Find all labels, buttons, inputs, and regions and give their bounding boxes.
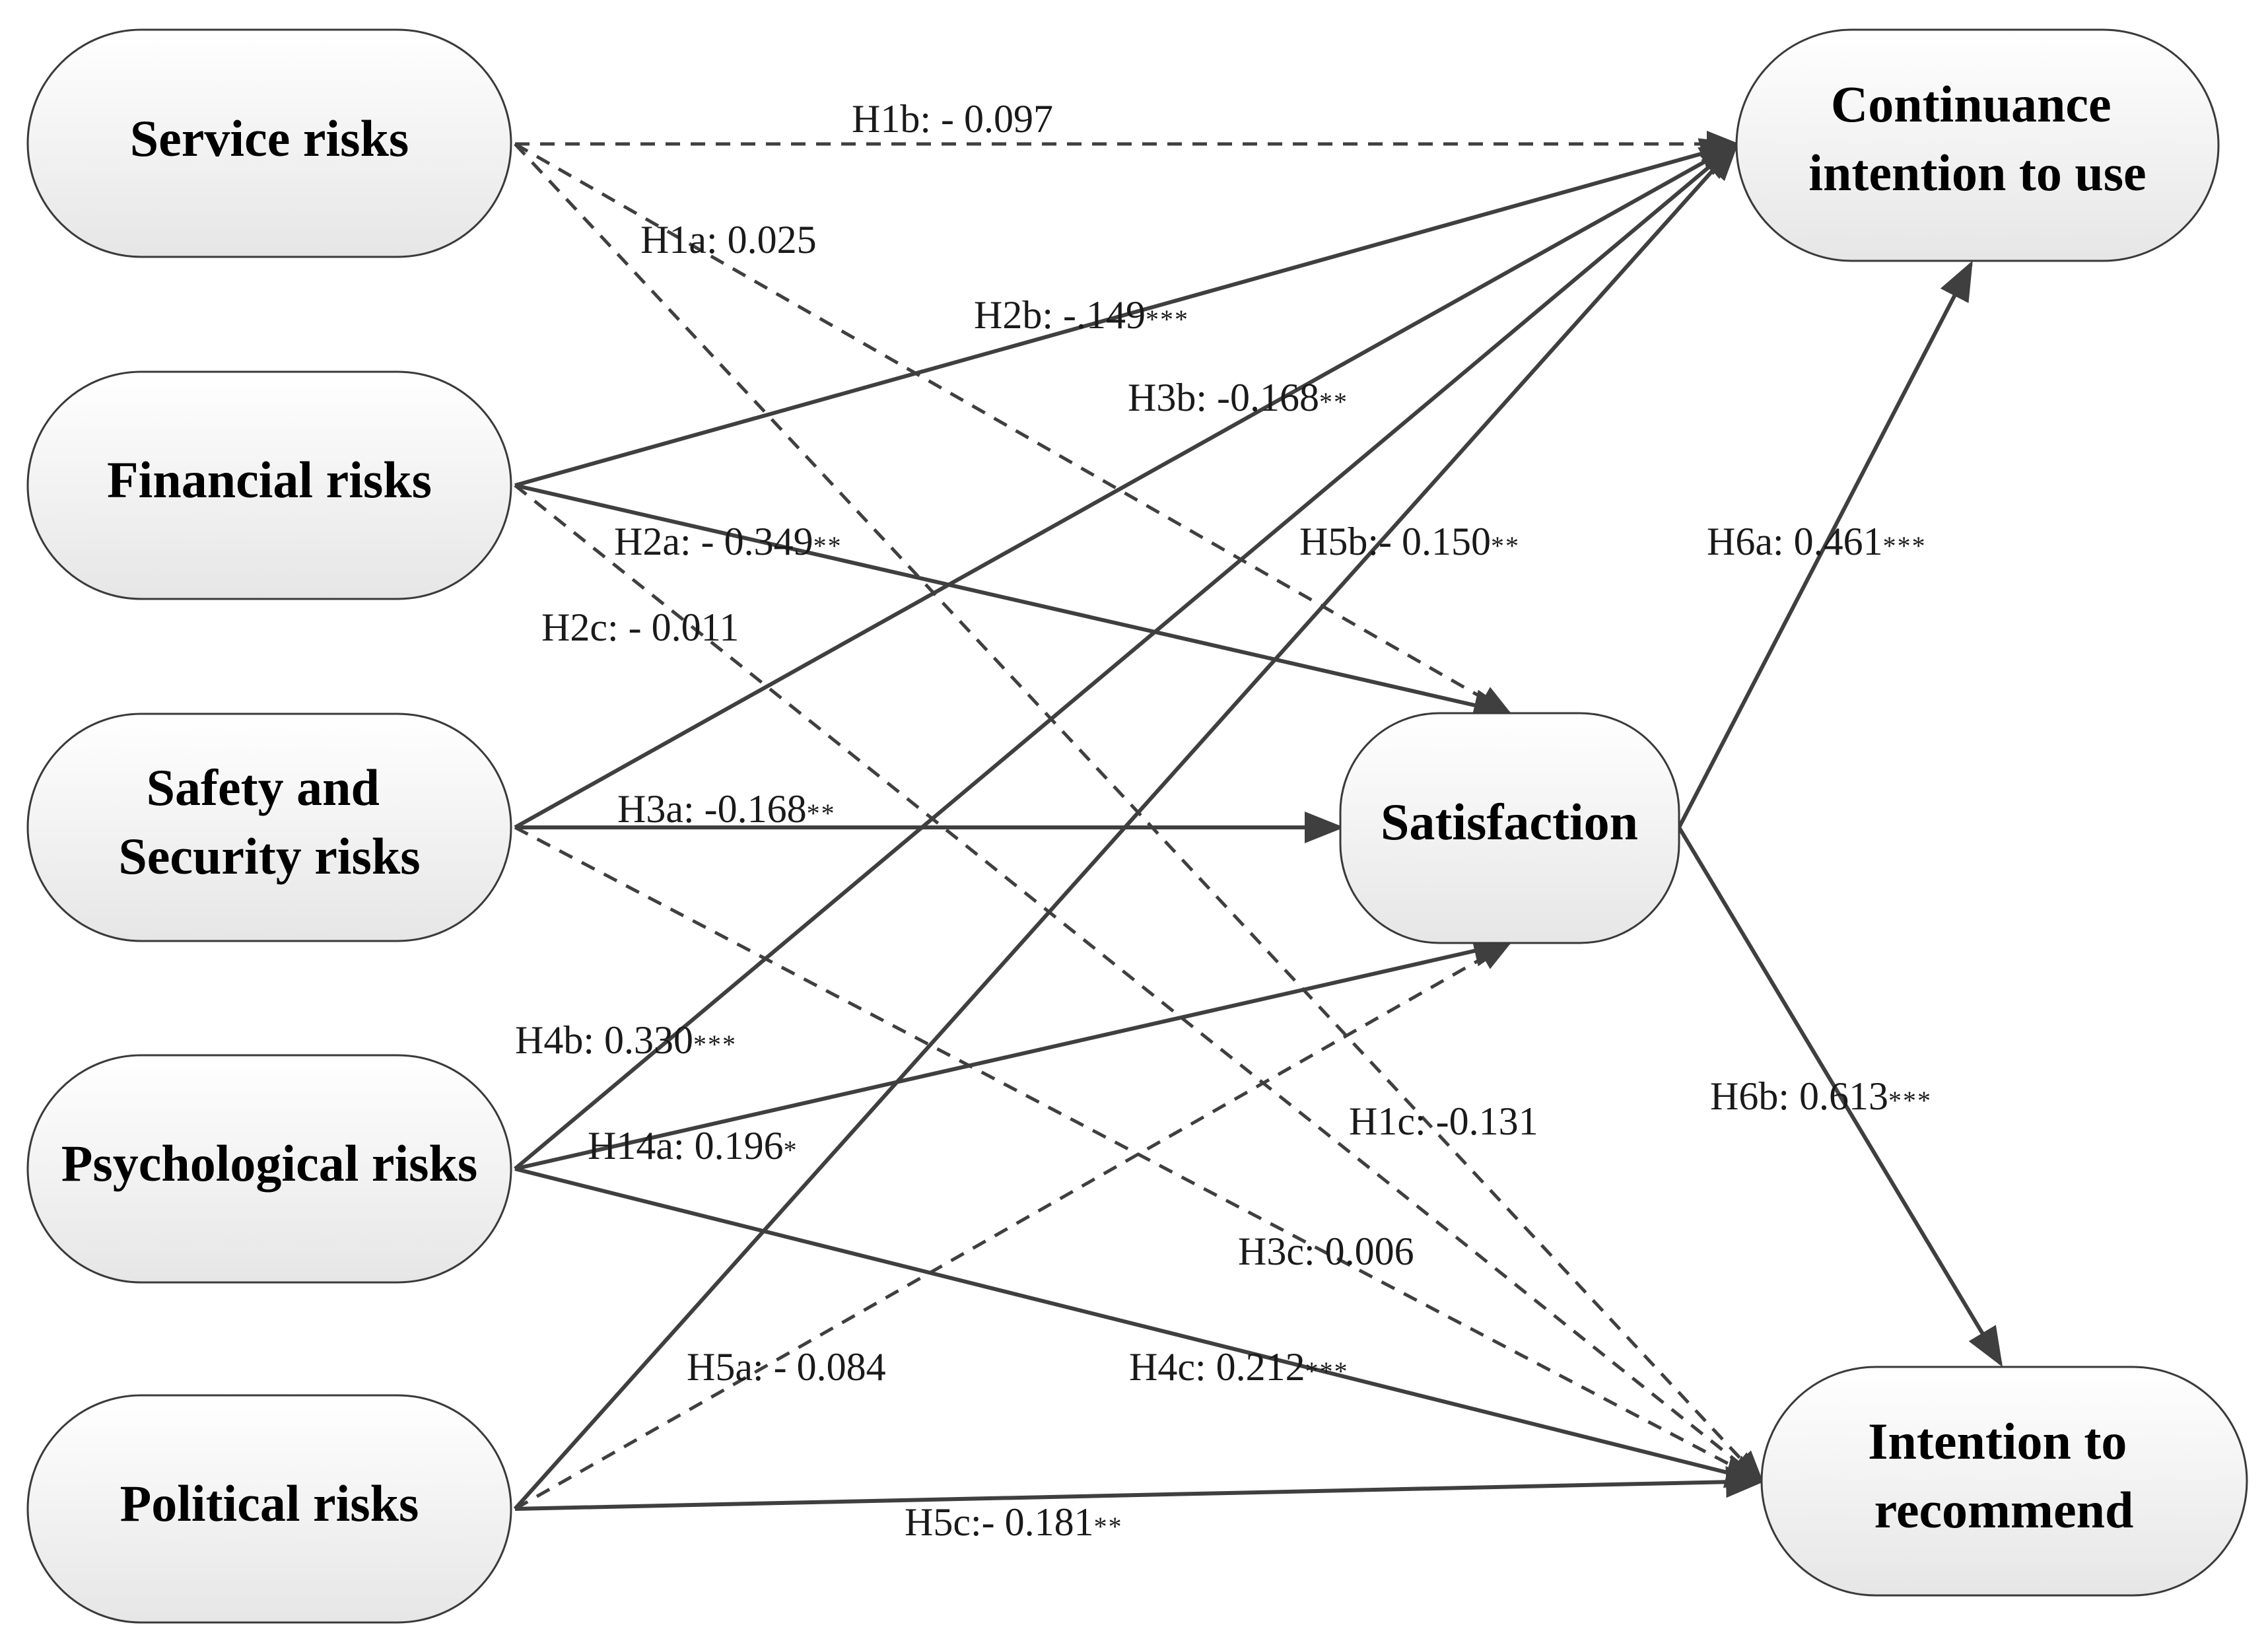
edges-layer (513, 131, 2003, 1511)
svg-text:Psychological risks: Psychological risks (61, 1134, 478, 1192)
label-H2c: H2c: - 0.011 (541, 606, 739, 649)
edge-H4c (514, 1167, 1766, 1488)
node-label: Political risks (120, 1475, 419, 1532)
node-financial-risks: Financial risks (26, 370, 512, 600)
label-H5b: H5b:- 0.150** (1299, 520, 1520, 563)
edge-H5c (514, 1466, 1766, 1511)
node-psychological-risks: Psychological risks (26, 1054, 512, 1284)
svg-text:Intention to recommend: Intention to recommend (1868, 1412, 2140, 1539)
label-H4c: H4c: 0.212*** (1129, 1345, 1349, 1389)
node-satisfaction: Satisfaction (1339, 712, 1680, 944)
edge-H2b (514, 138, 1740, 487)
label-H5a: H5a: - 0.084 (687, 1345, 886, 1389)
node-label-line-1: Safety and (147, 759, 380, 816)
node-label: Service risks (130, 110, 409, 167)
label-H1a: H1a: 0.025 (640, 218, 817, 261)
node-label: Psychological risks (61, 1134, 478, 1192)
svg-text:Safety and Security ri: Safety and Security risks (118, 759, 420, 885)
svg-text:Satisfaction: Satisfaction (1381, 793, 1638, 851)
edge-H6b (1677, 826, 2003, 1368)
node-political-risks: Political risks (26, 1394, 512, 1624)
label-H3a: H3a: -0.168** (617, 787, 836, 831)
node-label: Financial risks (107, 451, 432, 508)
node-intention-to-recommend: Intention to recommend (1760, 1366, 2248, 1597)
edge-H1a (514, 142, 1513, 715)
label-H6b: H6b: 0.613*** (1710, 1074, 1932, 1118)
labels-layer: H1b: - 0.097 H1a: 0.025 H2b: -.149*** H3… (515, 97, 1932, 1544)
node-label: Satisfaction (1381, 793, 1638, 851)
edge-H3b (514, 142, 1740, 829)
edge-H14a (514, 935, 1513, 1171)
svg-text:Continuance intention: Continuance intention to use (1808, 75, 2146, 201)
node-safety-security-risks: Safety and Security risks (26, 713, 512, 942)
node-label-line-2: Security risks (118, 827, 420, 885)
label-H1b: H1b: - 0.097 (852, 97, 1053, 141)
edge-H2a (514, 483, 1513, 721)
label-H4b: H4b: 0.330*** (515, 1018, 737, 1062)
edge-H6a (1677, 260, 1973, 829)
edge-H5b (513, 141, 1740, 1511)
node-label-line-1: Intention to (1868, 1412, 2127, 1470)
svg-text:Political risks: Political risks (120, 1475, 419, 1532)
label-H3b: H3b: -0.168** (1128, 376, 1348, 419)
label-H2b: H2b: -.149*** (974, 293, 1189, 337)
svg-text:Service risks: Service risks (130, 110, 409, 167)
label-H3c: H3c: 0.006 (1238, 1230, 1414, 1273)
nodes-layer: Service risks Financial risks Safety and… (26, 28, 2248, 1624)
label-H2a: H2a: - 0.349** (614, 520, 842, 563)
label-H1c: H1c: -0.131 (1349, 1099, 1538, 1143)
label-H14a: H14a: 0.196* (588, 1124, 798, 1167)
node-label-line-2: recommend (1874, 1481, 2134, 1539)
label-H6a: H6a: 0.461*** (1707, 520, 1927, 563)
label-H5c: H5c:- 0.181** (905, 1500, 1123, 1544)
node-service-risks: Service risks (26, 28, 512, 258)
node-continuance-intention: Continuance intention to use (1735, 28, 2220, 262)
svg-text:Financial risks: Financial risks (107, 451, 432, 508)
edge-H4b (514, 141, 1740, 1171)
node-label-line-1: Continuance (1831, 75, 2112, 133)
node-label-line-2: intention to use (1808, 144, 2146, 201)
edge-H3c (514, 825, 1765, 1483)
